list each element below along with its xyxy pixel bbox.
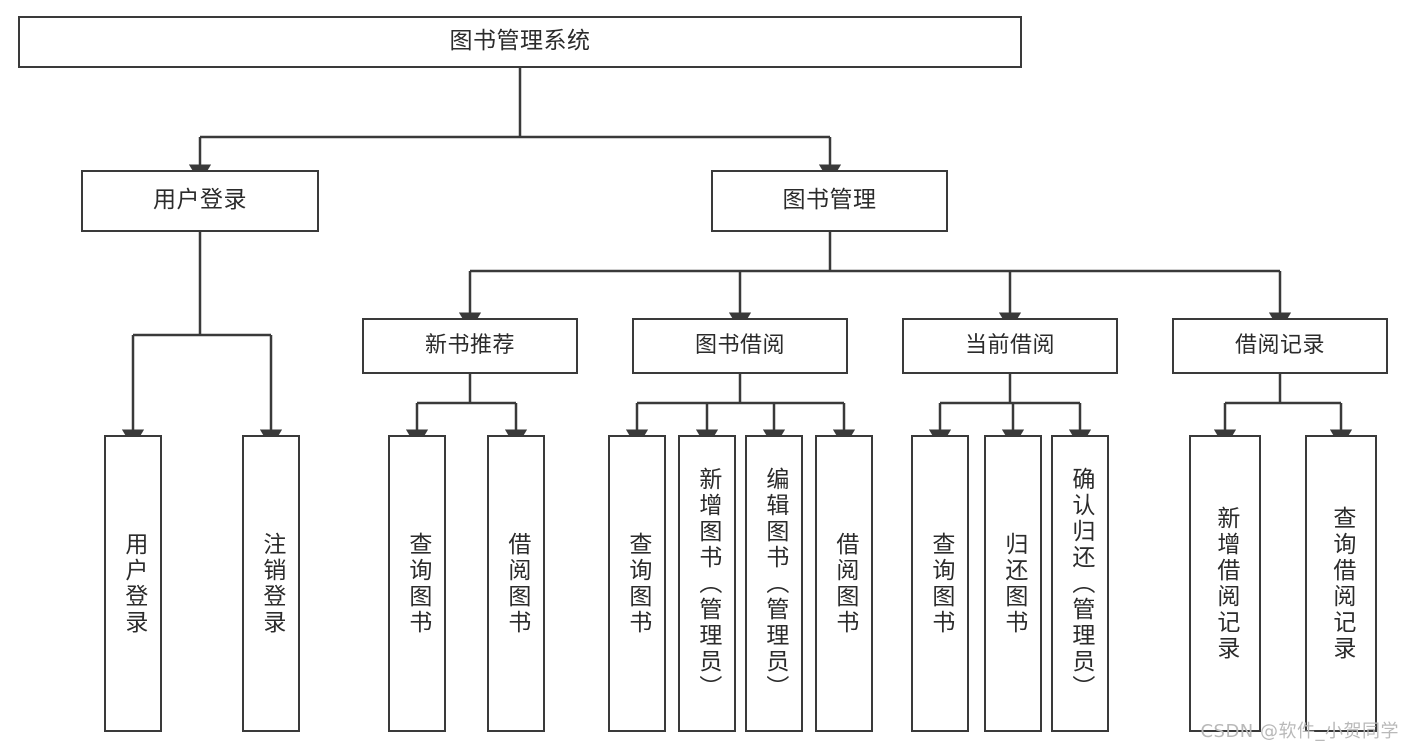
node-leaf-borrow-book-2[interactable]: 借阅图书 xyxy=(815,435,873,732)
node-borrow-record-label: 借阅记录 xyxy=(1234,332,1325,358)
node-leaf-add-book-label: 新增图书（管理员） xyxy=(694,466,721,701)
node-leaf-query-book-3[interactable]: 查询图书 xyxy=(911,435,969,732)
node-leaf-confirm-return-label: 确认归还（管理员） xyxy=(1067,466,1094,701)
node-leaf-borrow-book-1[interactable]: 借阅图书 xyxy=(487,435,545,732)
node-leaf-borrow-book-1-label: 借阅图书 xyxy=(503,531,530,636)
node-leaf-logout-login[interactable]: 注销登录 xyxy=(242,435,300,732)
node-book-manage-label: 图书管理 xyxy=(782,187,877,214)
node-current-borrow[interactable]: 当前借阅 xyxy=(902,318,1118,374)
node-leaf-borrow-book-2-label: 借阅图书 xyxy=(831,531,858,636)
node-leaf-add-book[interactable]: 新增图书（管理员） xyxy=(678,435,736,732)
node-leaf-query-borrow-record-label: 查询借阅记录 xyxy=(1328,505,1355,662)
node-leaf-query-book-1[interactable]: 查询图书 xyxy=(388,435,446,732)
node-leaf-query-borrow-record[interactable]: 查询借阅记录 xyxy=(1305,435,1377,732)
node-current-borrow-label: 当前借阅 xyxy=(964,332,1055,358)
node-leaf-user-login[interactable]: 用户登录 xyxy=(104,435,162,732)
node-leaf-query-book-2[interactable]: 查询图书 xyxy=(608,435,666,732)
watermark: CSDN @软件_小贺同学 xyxy=(1200,721,1399,742)
node-leaf-query-book-2-label: 查询图书 xyxy=(624,531,651,636)
node-leaf-logout-login-label: 注销登录 xyxy=(258,531,285,636)
node-borrow-record[interactable]: 借阅记录 xyxy=(1172,318,1388,374)
node-leaf-add-borrow-record-label: 新增借阅记录 xyxy=(1212,505,1239,662)
node-book-manage[interactable]: 图书管理 xyxy=(711,170,948,232)
node-leaf-edit-book[interactable]: 编辑图书（管理员） xyxy=(745,435,803,732)
node-root[interactable]: 图书管理系统 xyxy=(18,16,1022,68)
node-leaf-user-login-label: 用户登录 xyxy=(120,531,147,636)
node-book-borrow-label: 图书借阅 xyxy=(694,332,785,358)
node-leaf-return-book[interactable]: 归还图书 xyxy=(984,435,1042,732)
node-leaf-add-borrow-record[interactable]: 新增借阅记录 xyxy=(1189,435,1261,732)
node-book-borrow[interactable]: 图书借阅 xyxy=(632,318,848,374)
node-user-login[interactable]: 用户登录 xyxy=(81,170,319,232)
node-leaf-return-book-label: 归还图书 xyxy=(1000,531,1027,636)
node-new-book-recommend[interactable]: 新书推荐 xyxy=(362,318,578,374)
node-user-login-label: 用户登录 xyxy=(153,187,247,214)
node-leaf-query-book-3-label: 查询图书 xyxy=(927,531,954,636)
node-new-book-recommend-label: 新书推荐 xyxy=(424,332,515,358)
node-leaf-confirm-return[interactable]: 确认归还（管理员） xyxy=(1051,435,1109,732)
node-root-label: 图书管理系统 xyxy=(449,28,591,55)
node-leaf-edit-book-label: 编辑图书（管理员） xyxy=(761,466,788,701)
node-leaf-query-book-1-label: 查询图书 xyxy=(404,531,431,636)
